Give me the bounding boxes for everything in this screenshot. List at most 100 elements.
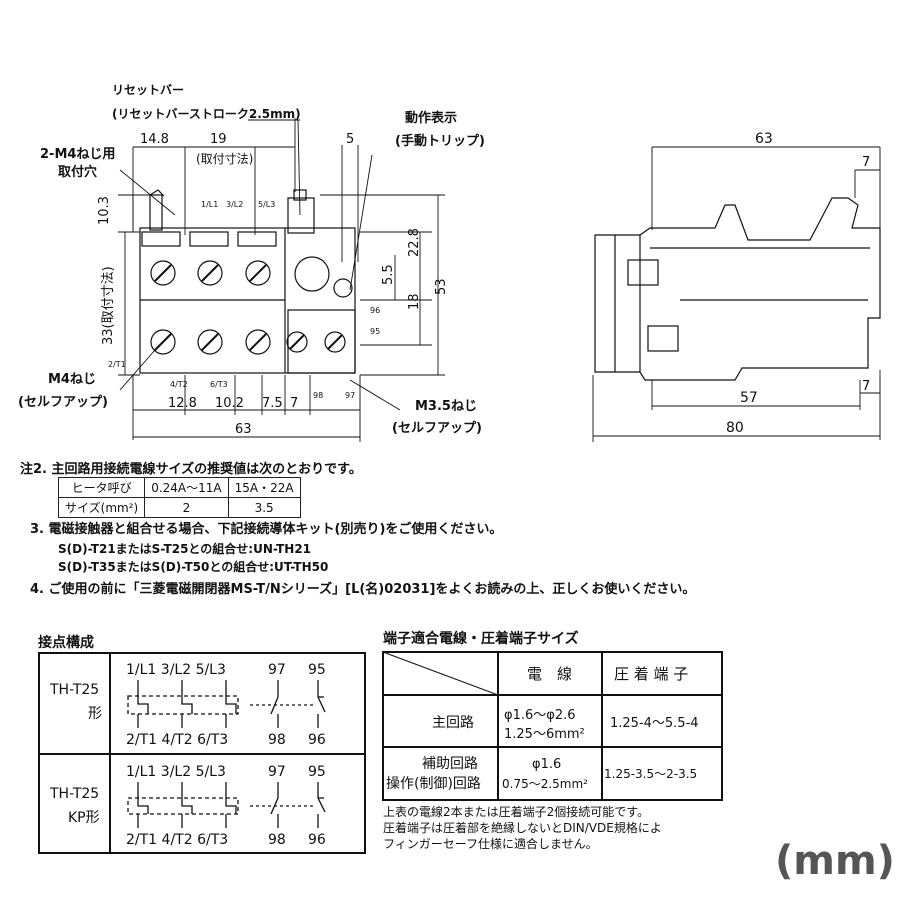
contact-diagram: TH-T25 形 TH-T25 KP形 1/L1 3/L2 5/L3 2/T1 …	[38, 652, 366, 854]
contact-row1-top: 1/L1 3/L2 5/L3	[126, 662, 226, 678]
wires-row1-terminal: 1.25-4～5.5-4	[610, 716, 699, 731]
contact-row2-name2: KP形	[68, 810, 100, 826]
dim-33: 33(取付寸法)	[101, 266, 116, 345]
label-l3: 5/L3	[258, 200, 275, 209]
screw-t2	[197, 329, 223, 355]
callout-indicator-2: (手動トリップ)	[395, 133, 485, 149]
wires-foot-2: 圧着端子は圧着部を絶縁しないとDIN/VDE規格によ	[383, 821, 662, 835]
contact-row2-bottom: 2/T1 4/T2 6/T3	[126, 832, 228, 848]
callout-m35-1: M3.5ねじ	[415, 399, 477, 414]
callout-holes-2: 取付穴	[58, 164, 97, 180]
note-table-r0: サイズ(mm²)	[57, 497, 146, 518]
contact-row2-top: 1/L1 3/L2 5/L3	[126, 764, 226, 780]
wires-row1-label: 主回路	[432, 715, 474, 731]
contact-row1-name1: TH-T25	[49, 682, 99, 698]
wires-row1-wire2: 1.25～6mm²	[504, 727, 585, 742]
dim-53: 53	[434, 278, 449, 295]
unit-label: (mm)	[775, 838, 895, 884]
label-t1: 2/T1	[108, 360, 126, 369]
label-98: 98	[313, 391, 323, 400]
dim-5-5: 5.5	[381, 264, 396, 285]
callout-m4-2: (セルフアップ)	[18, 395, 108, 410]
trip-indicator	[333, 278, 353, 298]
wire-size-table: ヒータ呼び 0.24A～11A 15A・22A サイズ(mm²) 2 3.5	[57, 477, 301, 518]
dim-mount: (取付寸法)	[196, 152, 253, 166]
wires-header-wire: 電 線	[527, 665, 572, 683]
screw-aux-right	[324, 331, 346, 353]
side-view-drawing	[594, 197, 881, 381]
note-table-h0: ヒータ呼び	[57, 477, 146, 498]
callout-m35-2: (セルフアップ)	[392, 421, 482, 436]
wires-header-terminal: 圧 着 端 子	[614, 665, 688, 683]
label-97: 97	[345, 391, 355, 400]
note-3a: S(D)-T21またはS-T25との組合せ:UN-TH21	[58, 542, 312, 556]
callout-indicator-1: 動作表示	[405, 110, 457, 126]
contact-row2-96: 96	[308, 832, 326, 848]
screw-t1	[150, 329, 176, 355]
wires-row2-label1: 補助回路	[422, 756, 478, 772]
note-table-h2: 15A・22A	[227, 477, 301, 498]
contact-row2-97: 97	[268, 764, 286, 780]
label-l2: 3/L2	[226, 200, 243, 209]
note-4: 4. ご使用の前に「三菱電磁開閉器MS-T/Nシリーズ」[L(名)02031]を…	[30, 582, 696, 597]
side-dim-57: 57	[740, 390, 758, 406]
note-3b: S(D)-T35またはS(D)-T50との組合せ:UT-TH50	[58, 560, 329, 574]
label-96: 96	[370, 306, 380, 315]
contact-row1-name2: 形	[88, 706, 102, 722]
screw-l1	[150, 260, 176, 286]
callout-reset-stroke: (リセットバーストローク2.5mm)	[112, 107, 301, 121]
screw-t3	[245, 329, 271, 355]
contact-row2-name1: TH-T25	[49, 786, 99, 802]
adjust-dial	[294, 256, 330, 292]
label-t2: 4/T2	[170, 380, 188, 389]
dim-10-2: 10.2	[215, 396, 244, 411]
label-95: 95	[370, 327, 380, 336]
dim-22-8: 22.8	[407, 228, 422, 257]
screw-l3	[245, 260, 271, 286]
dim-63: 63	[235, 422, 252, 437]
reset-bar	[287, 197, 315, 234]
wires-title: 端子適合電線・圧着端子サイズ	[383, 631, 579, 647]
callout-m4-1: M4ねじ	[48, 372, 96, 387]
contact-row1-95: 95	[308, 662, 326, 678]
wires-row1-wire1: φ1.6～φ2.6	[504, 708, 576, 723]
dim-7: 7	[290, 396, 298, 411]
dim-19: 19	[210, 132, 227, 147]
screw-l2	[197, 260, 223, 286]
dim-14-8: 14.8	[140, 132, 169, 147]
side-dim-63: 63	[755, 131, 773, 147]
wires-row2-terminal: 1.25-3.5～2-3.5	[604, 767, 697, 781]
side-dim-7a: 7	[862, 155, 870, 170]
contact-row1-97: 97	[268, 662, 286, 678]
wires-row2-wire2: 0.75～2.5mm²	[502, 777, 588, 791]
label-t3: 6/T3	[210, 380, 228, 389]
dim-5: 5	[346, 132, 354, 147]
wires-row2-wire1: φ1.6	[532, 757, 561, 772]
dim-10-3: 10.3	[97, 196, 112, 225]
note-table-h1: 0.24A～11A	[144, 477, 229, 498]
contact-row1-96: 96	[308, 732, 326, 748]
note-2: 注2. 主回路用接続電線サイズの推奨値は次のとおりです。	[20, 462, 362, 477]
note-3: 3. 電磁接触器と組合せる場合、下記接続導体キット(別売り)をご使用ください。	[30, 522, 503, 537]
wires-foot-1: 上表の電線2本または圧着端子2個接続可能です。	[383, 805, 650, 819]
contact-row1-98: 98	[268, 732, 286, 748]
contacts-title: 接点構成	[38, 635, 94, 651]
screw-aux-left	[286, 331, 308, 353]
dim-18: 18	[407, 293, 422, 310]
side-dim-80: 80	[726, 420, 744, 436]
callout-holes-1: 2-M4ねじ用	[40, 147, 115, 162]
dim-12-8: 12.8	[168, 396, 197, 411]
wires-row2-label2: 操作(制御)回路	[386, 776, 481, 792]
contact-row2-95: 95	[308, 764, 326, 780]
callout-reset-bar: リセットバー	[112, 83, 184, 97]
note-table-r2: 3.5	[227, 497, 301, 518]
dim-7-5: 7.5	[262, 396, 283, 411]
label-l1: 1/L1	[201, 200, 218, 209]
contact-row1-bottom: 2/T1 4/T2 6/T3	[126, 732, 228, 748]
wire-terminal-table: 電 線 圧 着 端 子 主回路 φ1.6～φ2.6 1.25～6mm² 1.25…	[382, 651, 723, 801]
contact-row2-98: 98	[268, 832, 286, 848]
note-table-r1: 2	[144, 497, 229, 518]
wires-foot-3: フィンガーセーフ仕様に適合しません。	[383, 837, 598, 851]
side-dim-7b: 7	[862, 379, 870, 394]
